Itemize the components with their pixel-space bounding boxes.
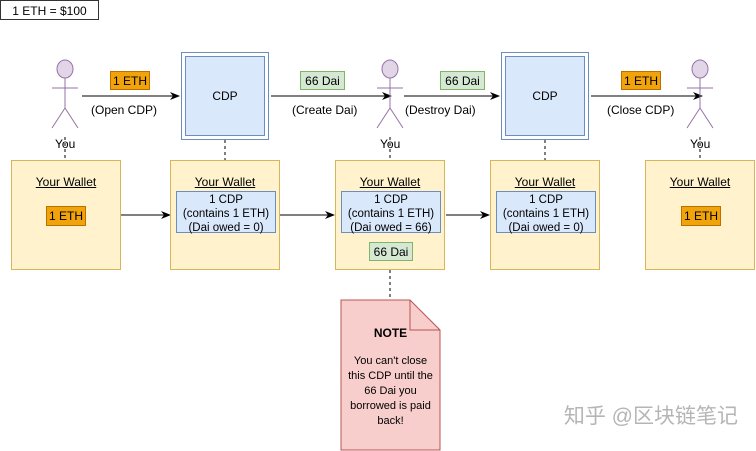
cdp-count: 1 CDP	[529, 194, 563, 206]
open-token-badge: 1 ETH	[110, 71, 150, 90]
note-shape	[340, 299, 441, 451]
cdp-count: 1 CDP	[209, 194, 243, 206]
wallet-title: Your Wallet	[35, 175, 97, 189]
cdp-dai-owed: (Dai owed = 0)	[508, 222, 584, 234]
cdp-count: 1 CDP	[374, 194, 408, 206]
you-label-3: You	[690, 137, 711, 151]
wallet-box-4: Your Wallet 1 CDP (contains 1 ETH) (Dai …	[490, 160, 600, 270]
cdp-box-label: CDP	[532, 89, 558, 103]
note-card: NOTE You can't close this CDP until the …	[341, 300, 440, 450]
destroy-token-badge: 66 Dai	[440, 71, 485, 90]
cdp-contents: (contains 1 ETH)	[502, 208, 590, 220]
cdp-box-2: CDP	[501, 52, 589, 140]
watermark: 知乎 @区块链笔记	[563, 405, 738, 428]
note-title: NOTE	[373, 326, 408, 340]
wallet-dai-badge: 66 Dai	[369, 242, 413, 261]
create-token-badge: 66 Dai	[300, 71, 345, 90]
eth-price-label: 1 ETH = $100	[0, 0, 99, 20]
wallet-cdp-summary: 1 CDP (contains 1 ETH) (Dai owed = 66)	[341, 191, 441, 234]
person-icon-2	[376, 59, 404, 129]
wallet-eth-badge: 1 ETH	[681, 206, 721, 226]
wallet-cdp-summary: 1 CDP (contains 1 ETH) (Dai owed = 0)	[176, 191, 276, 234]
wallet-title: Your Wallet	[669, 175, 731, 189]
wallet-title: Your Wallet	[359, 175, 421, 189]
close-token-badge: 1 ETH	[621, 71, 661, 90]
you-label-2: You	[380, 137, 401, 151]
cdp-contents: (contains 1 ETH)	[182, 208, 270, 220]
cdp-contents: (contains 1 ETH)	[347, 208, 435, 220]
wallet-box-3: Your Wallet 1 CDP (contains 1 ETH) (Dai …	[335, 160, 445, 270]
note-line-3: 66 Dai you	[364, 385, 417, 397]
wallet-box-1: Your Wallet 1 ETH	[11, 160, 121, 270]
wallet-box-2: Your Wallet 1 CDP (contains 1 ETH) (Dai …	[170, 160, 280, 270]
wallet-title: Your Wallet	[514, 175, 576, 189]
destroy-action-label: (Destroy Dai)	[405, 103, 476, 117]
wallet-title: Your Wallet	[194, 175, 256, 189]
wallet-box-5: Your Wallet 1 ETH	[645, 160, 755, 270]
person-icon-1	[51, 59, 79, 129]
note-line-2: this CDP until the	[348, 370, 433, 382]
wallet-eth-badge: 1 ETH	[46, 206, 86, 226]
note-line-1: You can't close	[353, 355, 428, 367]
note-line-4: borrowed is paid	[350, 400, 431, 412]
open-action-label: (Open CDP)	[91, 103, 158, 117]
wallet-cdp-summary: 1 CDP (contains 1 ETH) (Dai owed = 0)	[496, 191, 596, 234]
cdp-box-1: CDP	[181, 52, 269, 140]
cdp-dai-owed: (Dai owed = 0)	[188, 222, 264, 234]
you-label-1: You	[55, 137, 76, 151]
note-line-5: back!	[377, 415, 404, 427]
cdp-box-label: CDP	[212, 89, 238, 103]
close-action-label: (Close CDP)	[607, 103, 675, 117]
cdp-dai-owed: (Dai owed = 66)	[350, 222, 432, 234]
create-action-label: (Create Dai)	[292, 103, 358, 117]
person-icon-3	[686, 59, 714, 129]
